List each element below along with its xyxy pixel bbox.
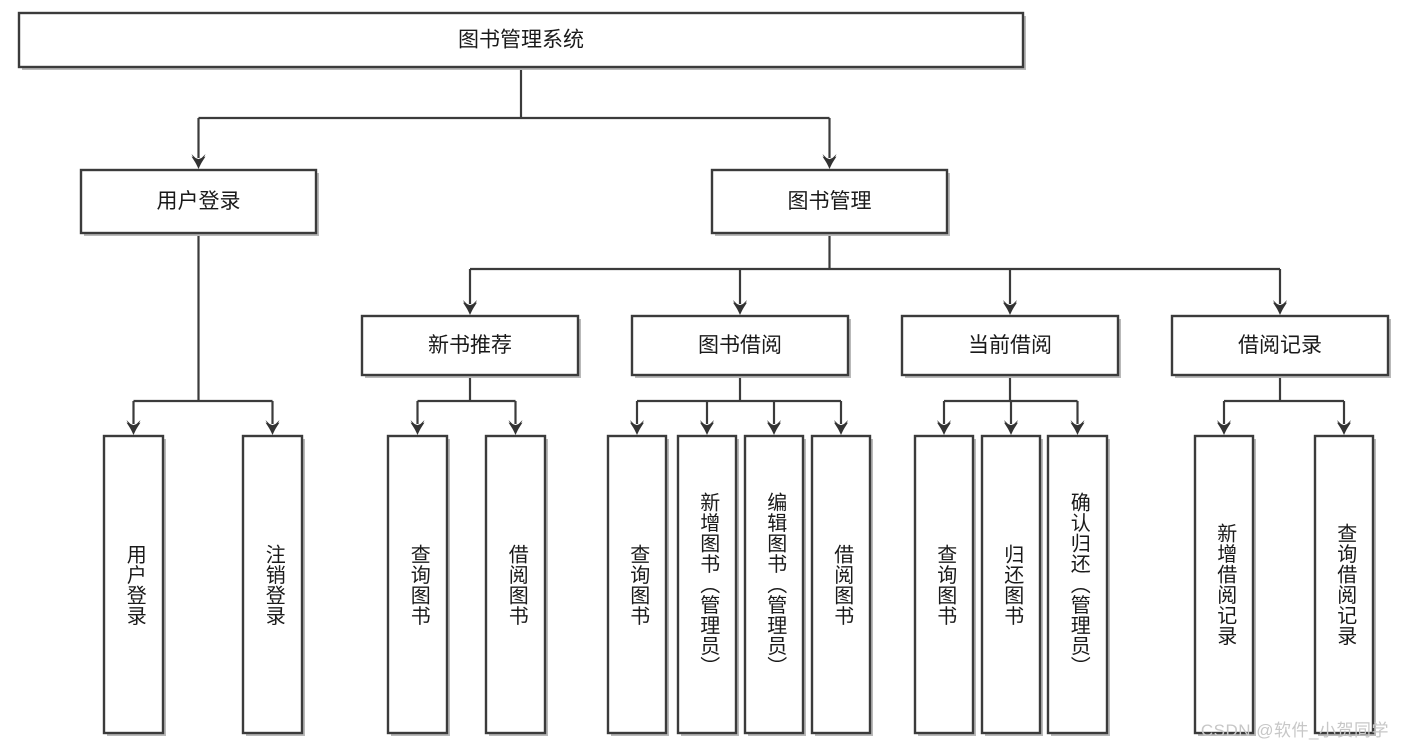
node-borrow-record[interactable]: 借阅记录 bbox=[1170, 314, 1391, 378]
arrow-head-leaf-query-book-borrow bbox=[630, 420, 644, 435]
node-label: 当前借阅 bbox=[968, 334, 1052, 357]
node-label: 新书推荐 bbox=[428, 334, 512, 357]
node-book-borrow[interactable]: 图书借阅 bbox=[630, 314, 851, 378]
connections-layer bbox=[126, 67, 1351, 435]
node-current-borrow[interactable]: 当前借阅 bbox=[900, 314, 1121, 378]
arrow-head-leaf-query-borrow-record bbox=[1337, 420, 1351, 435]
node-label: 图书管理 bbox=[788, 190, 872, 213]
node-leaf-query-borrow-record[interactable] bbox=[1313, 434, 1376, 736]
node-leaf-user-login[interactable] bbox=[102, 434, 166, 736]
arrow-head-current-borrow bbox=[1003, 300, 1017, 315]
node-leaf-borrow-book-rec[interactable] bbox=[484, 434, 548, 736]
arrow-head-leaf-add-borrow-record bbox=[1217, 420, 1231, 435]
arrow-head-leaf-query-book-cur bbox=[937, 420, 951, 435]
node-book-manage[interactable]: 图书管理 bbox=[710, 168, 950, 236]
node-leaf-add-book-admin[interactable] bbox=[676, 434, 739, 736]
arrow-head-leaf-return-book bbox=[1004, 420, 1018, 435]
arrow-head-leaf-query-book-rec bbox=[410, 420, 425, 435]
node-label: 图书借阅 bbox=[698, 334, 782, 357]
arrow-head-leaf-logout bbox=[265, 420, 280, 435]
node-leaf-edit-book-admin[interactable] bbox=[743, 434, 806, 736]
arrow-head-leaf-edit-book-admin bbox=[767, 420, 781, 435]
arrow-head-leaf-add-book-admin bbox=[700, 420, 714, 435]
arrow-head-leaf-confirm-return-admin bbox=[1070, 420, 1085, 435]
arrow-head-leaf-user-login bbox=[126, 420, 141, 435]
arrow-head-borrow-record bbox=[1273, 300, 1287, 315]
node-leaf-logout[interactable] bbox=[241, 434, 305, 736]
node-leaf-query-book-cur[interactable] bbox=[913, 434, 976, 736]
arrow-head-new-book-recommend bbox=[463, 300, 477, 315]
node-root[interactable]: 图书管理系统 bbox=[17, 11, 1026, 70]
node-leaf-return-book[interactable] bbox=[980, 434, 1043, 736]
arrow-head-leaf-borrow-book bbox=[834, 420, 848, 435]
node-new-book-recommend[interactable]: 新书推荐 bbox=[360, 314, 581, 378]
node-label: 借阅记录 bbox=[1238, 334, 1322, 357]
node-label: 用户登录 bbox=[157, 190, 241, 213]
arrow-head-user-login bbox=[191, 154, 206, 169]
node-leaf-query-book-borrow[interactable] bbox=[606, 434, 669, 736]
node-leaf-borrow-book[interactable] bbox=[810, 434, 873, 736]
arrow-head-book-borrow bbox=[733, 300, 747, 315]
arrow-head-book-manage bbox=[822, 154, 837, 169]
csdn-watermark: CSDN @软件_小贺同学 bbox=[1200, 721, 1389, 740]
node-user-login[interactable]: 用户登录 bbox=[79, 168, 319, 236]
node-leaf-query-book-rec[interactable] bbox=[386, 434, 450, 736]
node-label: 图书管理系统 bbox=[458, 29, 584, 52]
node-leaf-add-borrow-record[interactable] bbox=[1193, 434, 1256, 736]
node-leaf-confirm-return-admin[interactable] bbox=[1046, 434, 1110, 736]
arrow-head-leaf-borrow-book-rec bbox=[508, 420, 523, 435]
